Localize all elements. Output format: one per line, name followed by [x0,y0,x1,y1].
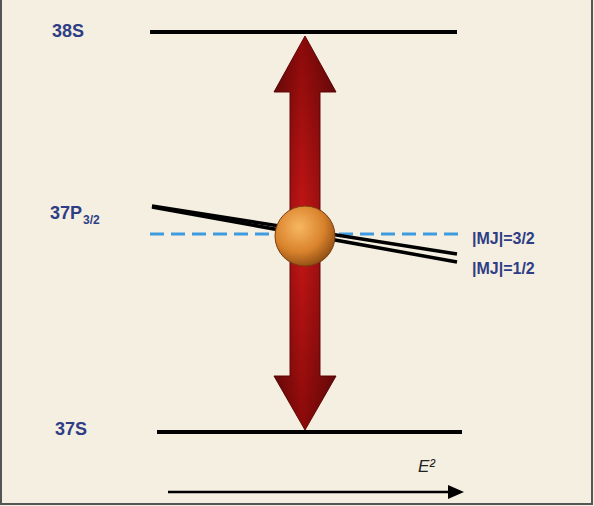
level-label: 37P [50,204,82,222]
level-subscript: 3/2 [83,214,100,226]
atom-ball [275,206,335,266]
double-arrow-shade [274,36,336,430]
field-axis [168,491,452,494]
field-axis-head [448,485,464,499]
double-arrow [274,36,336,430]
sublevel-label: |MJ|=1/2 [472,261,535,277]
axis-label: E² [418,458,435,475]
level-label: 37S [55,420,87,438]
level-37s [157,430,462,434]
sublevel-label: |MJ|=3/2 [472,231,535,247]
level-label: 38S [52,22,84,40]
level-38s [150,30,457,34]
